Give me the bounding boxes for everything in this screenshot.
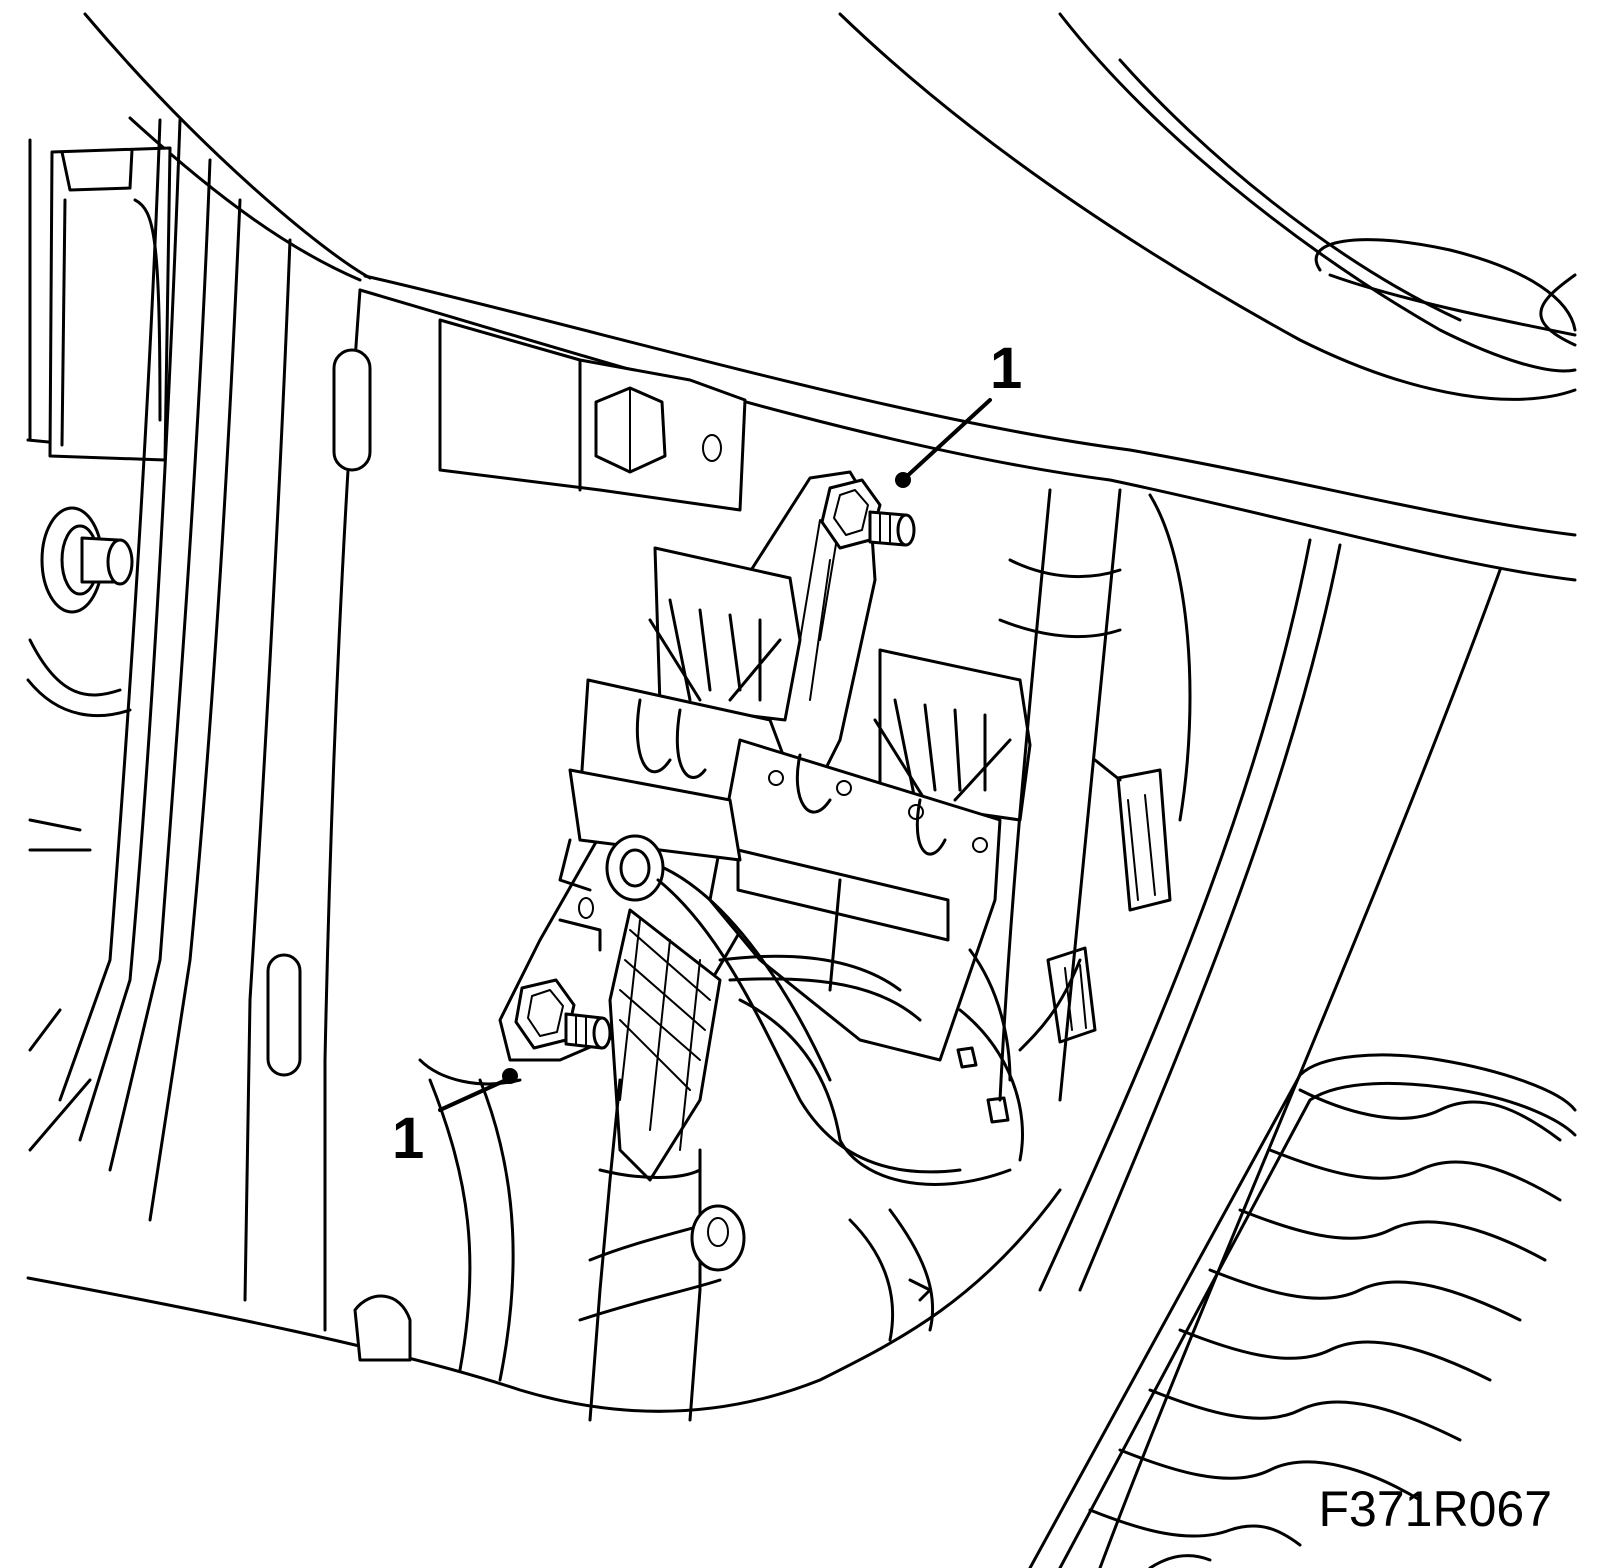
- floor-mat: [1028, 1053, 1577, 1568]
- callout-leaders: [438, 398, 992, 1112]
- body-panel-outlines: [26, 12, 1577, 1568]
- lower-structure: [353, 1058, 935, 1382]
- control-module: [558, 546, 1032, 1062]
- right-connectors: [998, 488, 1192, 1102]
- left-bolt: [40, 506, 134, 614]
- leader-dot-lower: [502, 1068, 518, 1084]
- ground-eyelet: [605, 834, 962, 1174]
- lower-mounting-nut: [514, 978, 612, 1050]
- upper-mounting-nut: [820, 478, 916, 550]
- left-pillar: [26, 118, 372, 1332]
- figure-id-label: F371R067: [1318, 1481, 1553, 1537]
- callout-label-lower: 1: [392, 1106, 425, 1171]
- callout-label-upper: 1: [990, 336, 1023, 401]
- upper-bracket: [438, 318, 747, 512]
- wiring-harness: [578, 908, 1024, 1422]
- leader-dot-upper: [895, 472, 911, 488]
